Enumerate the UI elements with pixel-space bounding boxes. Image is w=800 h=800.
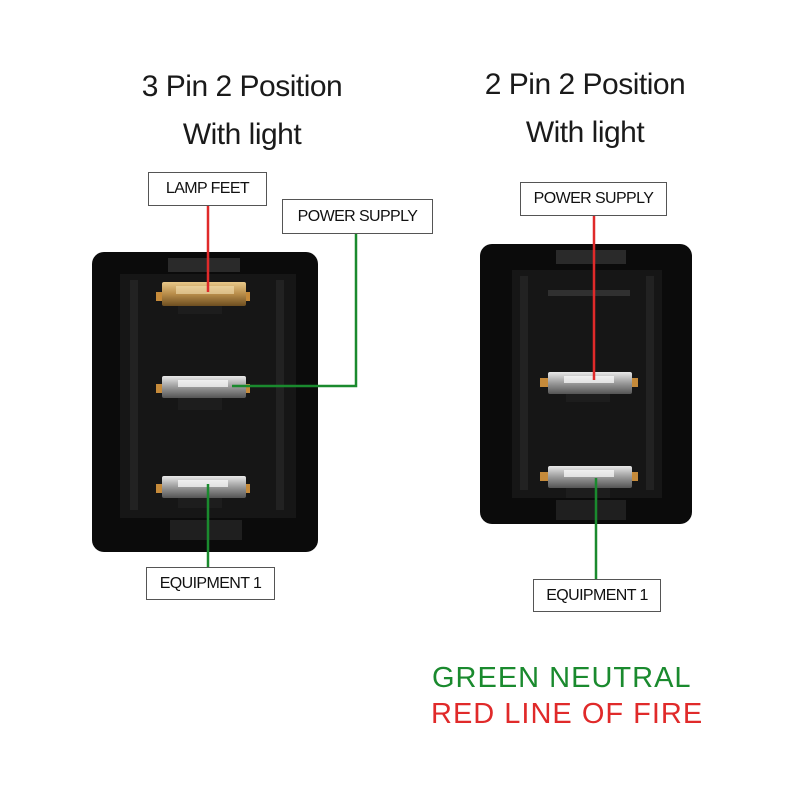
legend-red-line-of-fire: RED LINE OF FIRE xyxy=(431,698,704,730)
left-title-line2: With light xyxy=(182,118,302,151)
right-title-line1: 2 Pin 2 Position xyxy=(484,68,686,101)
right-equipment-label: EQUIPMENT 1 xyxy=(533,579,661,612)
left-equipment-label: EQUIPMENT 1 xyxy=(146,567,275,600)
right-power-supply-label: POWER SUPPLY xyxy=(520,182,667,216)
lamp-feet-label: LAMP FEET xyxy=(148,172,267,206)
left-power-supply-label: POWER SUPPLY xyxy=(282,199,433,234)
left-title-line1: 3 Pin 2 Position xyxy=(141,70,343,103)
left-power-pin xyxy=(156,376,250,410)
legend-green-neutral: GREEN NEUTRAL xyxy=(432,662,692,694)
right-title-line2: With light xyxy=(525,116,645,149)
right-power-pin xyxy=(540,372,638,402)
right-equipment-pin xyxy=(540,466,638,498)
left-power-wire xyxy=(232,234,358,388)
left-equipment-pin xyxy=(156,476,250,508)
left-lamp-pin xyxy=(156,282,250,314)
